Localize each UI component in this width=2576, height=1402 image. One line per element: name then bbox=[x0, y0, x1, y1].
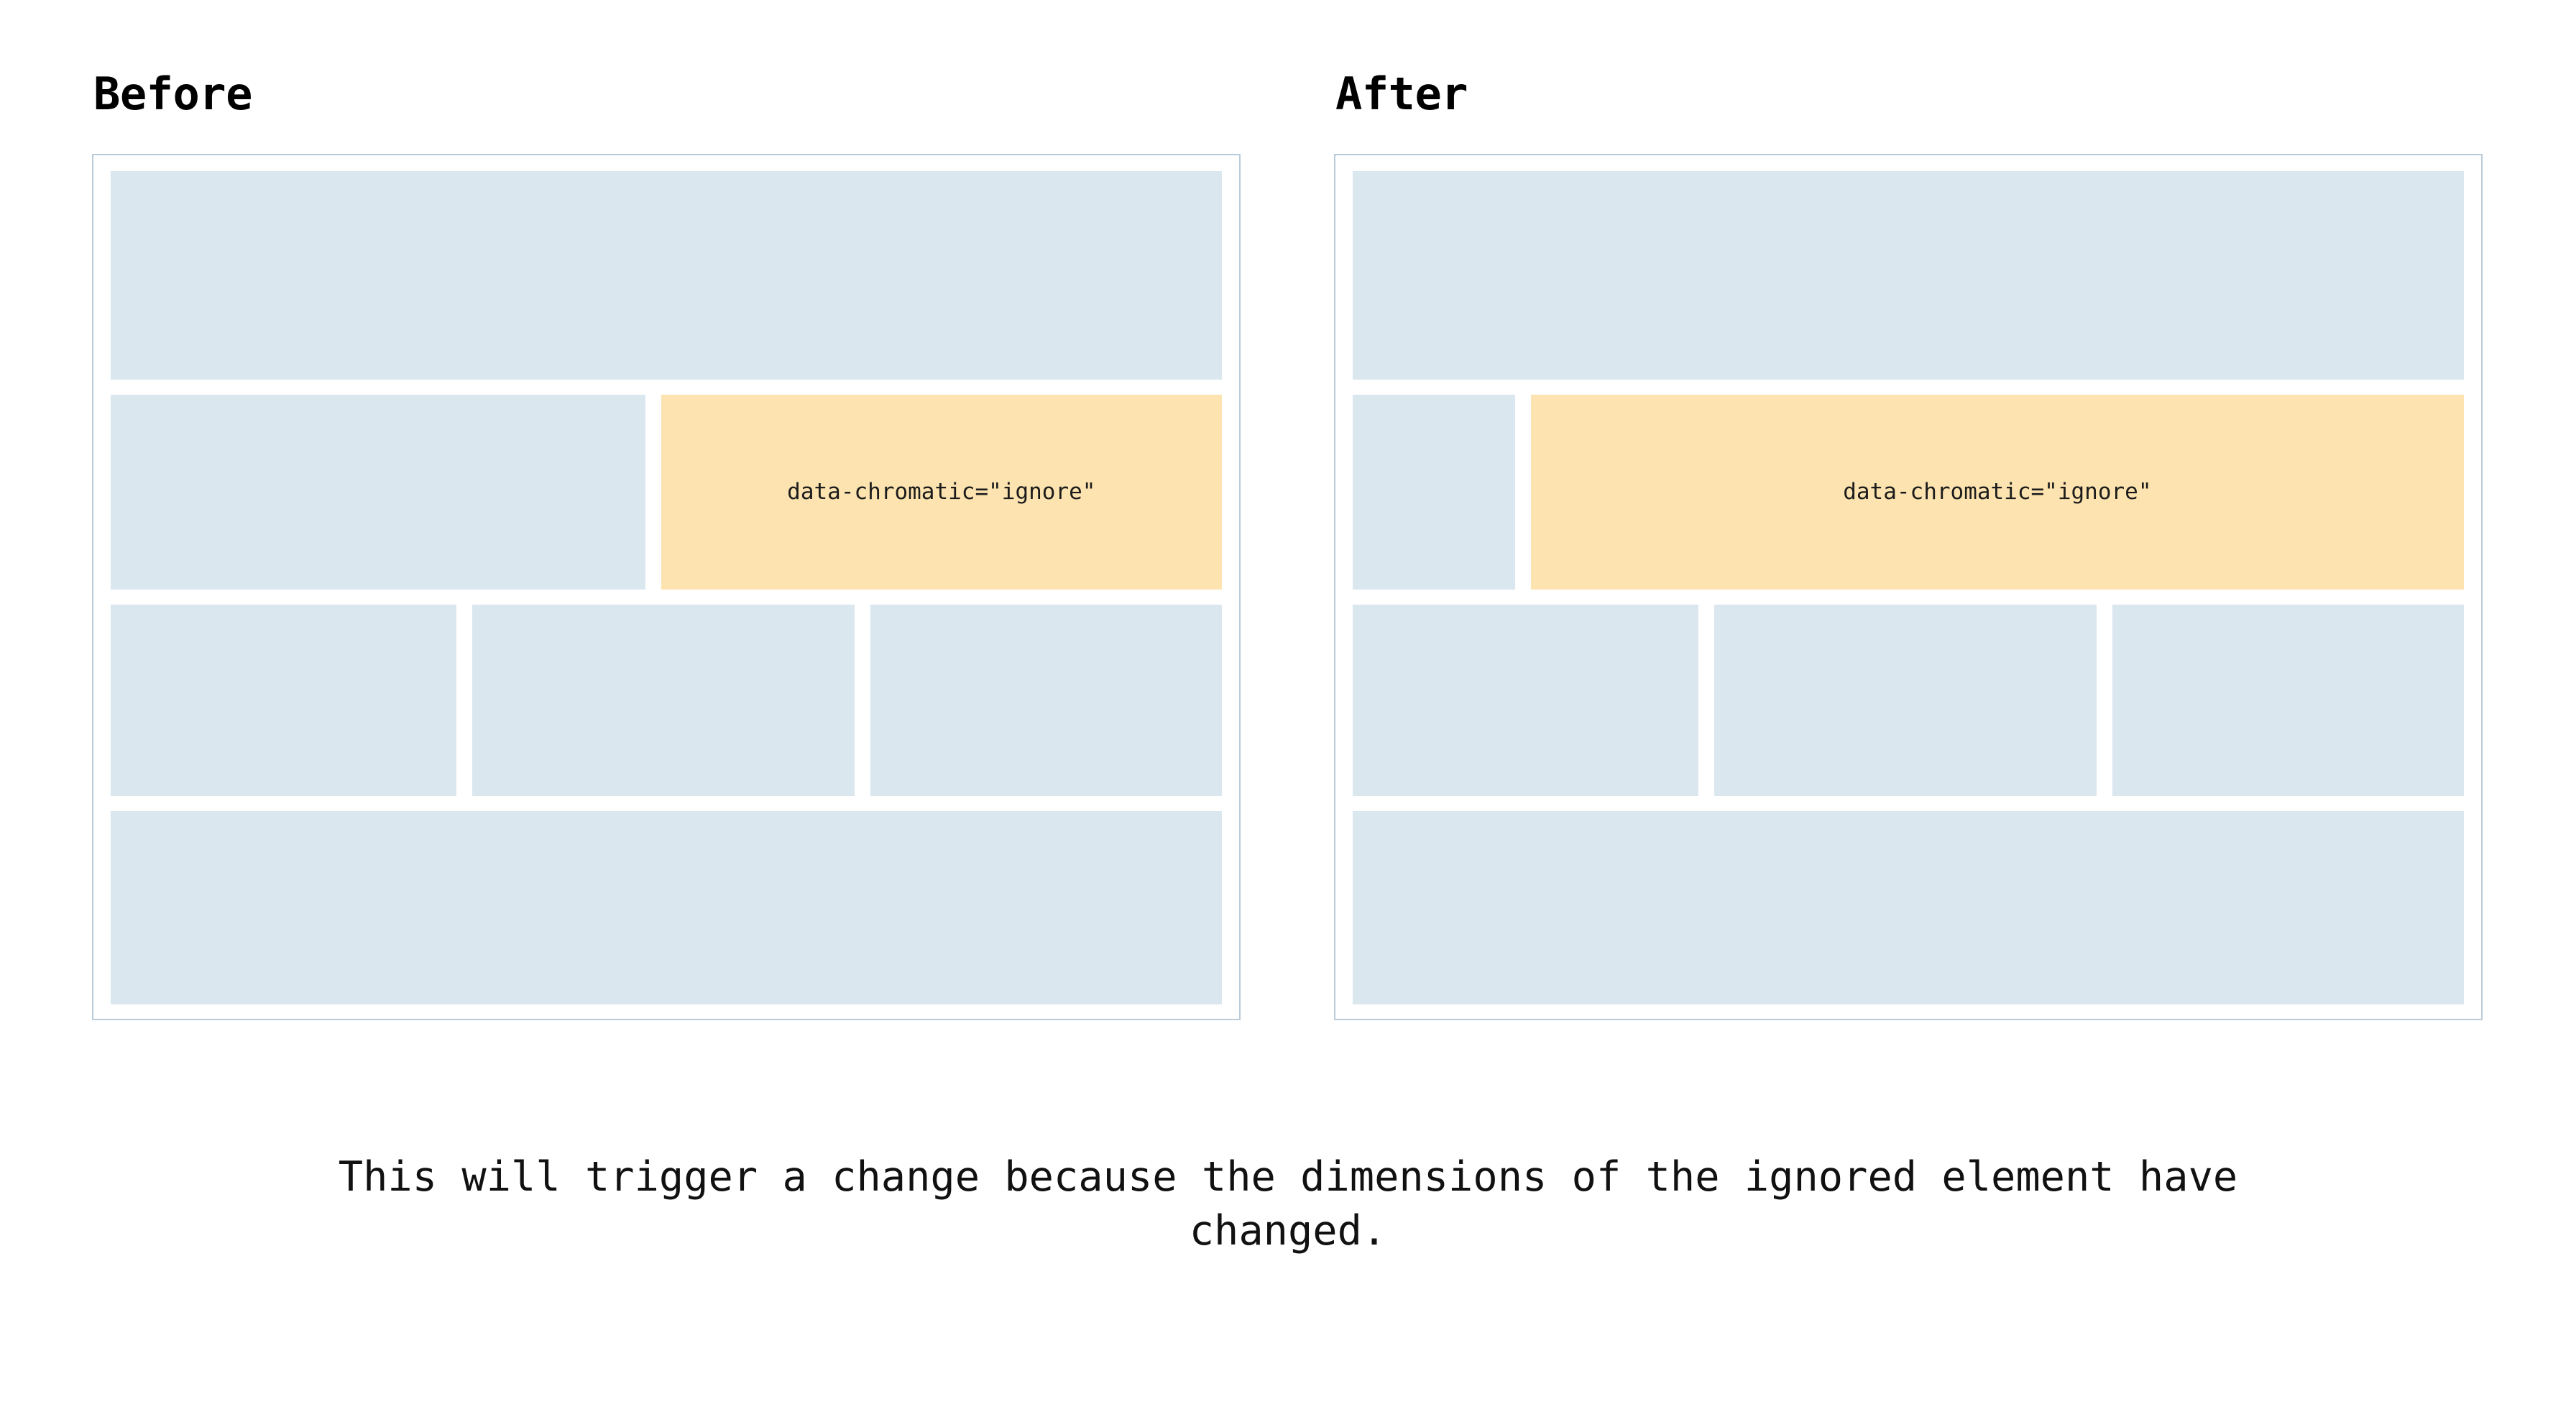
ignored-block: data-chromatic="ignore" bbox=[661, 395, 1222, 590]
before-row-hero bbox=[111, 171, 1222, 380]
before-row-split: data-chromatic="ignore" bbox=[111, 395, 1222, 590]
after-row-footer bbox=[1353, 810, 2464, 1005]
after-snapshot-frame: data-chromatic="ignore" bbox=[1334, 154, 2483, 1020]
placeholder-block bbox=[111, 605, 456, 796]
placeholder-block bbox=[1353, 605, 1698, 796]
after-panel-column: After data-chromatic="ignore" bbox=[1334, 72, 2483, 1020]
after-row-hero bbox=[1353, 171, 2464, 380]
placeholder-block bbox=[1353, 395, 1515, 590]
placeholder-block bbox=[1353, 171, 2464, 380]
ignore-label: data-chromatic="ignore" bbox=[1843, 479, 2152, 505]
after-heading: After bbox=[1335, 68, 1468, 120]
placeholder-block bbox=[111, 395, 645, 590]
ignored-block: data-chromatic="ignore" bbox=[1530, 395, 2464, 590]
after-row-split: data-chromatic="ignore" bbox=[1353, 395, 2464, 590]
ignore-label: data-chromatic="ignore" bbox=[787, 479, 1096, 505]
after-row-trio bbox=[1353, 605, 2464, 796]
placeholder-block bbox=[472, 605, 855, 796]
before-row-footer bbox=[111, 810, 1222, 1005]
placeholder-block bbox=[1353, 810, 2464, 1005]
before-snapshot-frame: data-chromatic="ignore" bbox=[92, 154, 1241, 1020]
placeholder-block bbox=[111, 810, 1222, 1005]
before-row-trio bbox=[111, 605, 1222, 796]
placeholder-block bbox=[1714, 605, 2097, 796]
before-heading: Before bbox=[93, 68, 252, 120]
before-panel-column: Before data-chromatic="ignore" bbox=[92, 72, 1241, 1020]
before-after-comparison: Before data-chromatic="ignore" A bbox=[92, 72, 2483, 1020]
placeholder-block bbox=[870, 605, 1222, 796]
placeholder-block bbox=[111, 171, 1222, 380]
placeholder-block bbox=[2112, 605, 2464, 796]
explanation-caption: This will trigger a change because the d… bbox=[338, 1153, 2238, 1255]
